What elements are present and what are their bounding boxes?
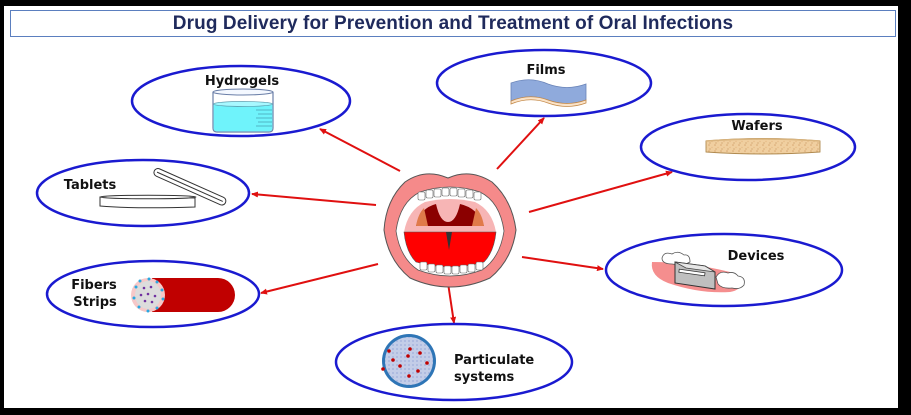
node-tablets: Tablets (35, 158, 251, 228)
beaker-icon (212, 88, 274, 133)
node-ellipse (35, 158, 251, 228)
node-label-line2: systems (454, 370, 515, 385)
node-hydrogels: Hydrogels (130, 64, 352, 138)
dental-device-icon (651, 251, 745, 293)
particle-sphere-icon (381, 334, 436, 388)
arrow-to-wafers (528, 170, 673, 213)
open-mouth-icon (383, 173, 517, 288)
node-wafers: Wafers (639, 112, 857, 182)
node-label: Tablets (64, 178, 117, 193)
node-ellipse (604, 232, 844, 308)
node-fibers: Fibers Strips (45, 259, 261, 329)
node-label: Wafers (731, 119, 783, 134)
node-particulate: Particulate systems (334, 322, 574, 402)
arrow-to-tablets (251, 191, 377, 206)
title-box: Drug Delivery for Prevention and Treatme… (10, 10, 896, 37)
arrow-to-particulate (447, 282, 457, 324)
node-label: Devices (728, 249, 785, 264)
node-label-line2: Strips (73, 295, 117, 310)
node-label: Particulate (454, 353, 534, 368)
node-label: Fibers (71, 278, 117, 293)
arrow-to-hydrogels (319, 128, 401, 172)
node-devices: Devices (604, 232, 844, 308)
wafer-icon (705, 138, 821, 155)
node-films: Films (435, 48, 653, 118)
diagram-title: Drug Delivery for Prevention and Treatme… (172, 12, 734, 34)
film-strip-icon (510, 79, 587, 107)
arrow-to-films (496, 117, 545, 170)
fiber-cylinder-icon (131, 277, 235, 313)
tablets-icon (99, 168, 227, 209)
arrows (251, 117, 673, 324)
node-label: Films (526, 63, 565, 78)
arrow-to-devices (521, 256, 604, 272)
arrow-to-fibers (260, 263, 379, 295)
node-label: Hydrogels (205, 74, 280, 89)
